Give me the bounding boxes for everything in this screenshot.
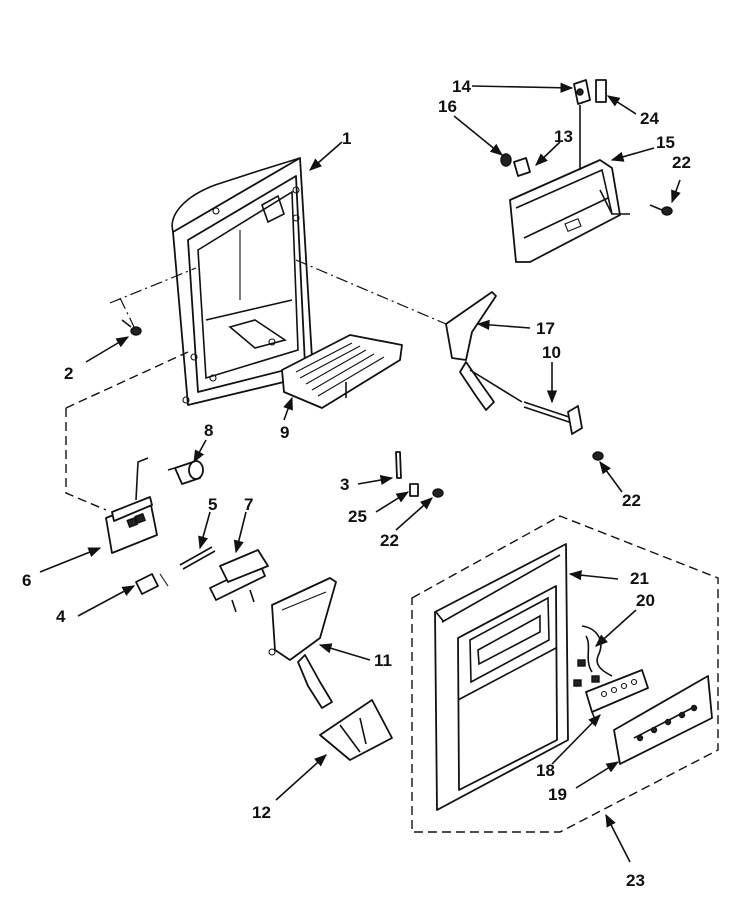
- rod-5: [179, 546, 216, 570]
- callout-10: 10: [542, 343, 561, 362]
- overlay-19: [613, 675, 713, 765]
- callout-20: 20: [636, 591, 655, 610]
- callout-3: 3: [340, 475, 349, 494]
- front-panel-21: [434, 543, 569, 811]
- bracket-4: [135, 573, 169, 595]
- plate-25: [409, 483, 419, 497]
- screw-22-top: [649, 204, 673, 216]
- callout-16: 16: [438, 97, 457, 116]
- shaft-10: [523, 401, 604, 461]
- callout-5: 5: [208, 495, 217, 514]
- switch-14: [573, 79, 591, 105]
- callout-22-top: 22: [672, 153, 691, 172]
- chute-12: [319, 699, 393, 761]
- dispenser-housing-frame: [171, 157, 314, 406]
- callout-17: 17: [536, 319, 555, 338]
- lever-assembly-15: [509, 105, 630, 263]
- callout-15: 15: [656, 133, 675, 152]
- callout-7: 7: [244, 495, 253, 514]
- clip-3: [395, 451, 402, 479]
- callout-labels: 1 2 3 4 5 6 7 8 9 10 11 12 13 14 15 16 1…: [22, 77, 691, 890]
- callout-9: 9: [280, 423, 289, 442]
- screw-22-mid: [432, 488, 444, 498]
- callout-19: 19: [548, 785, 567, 804]
- socket-13: [513, 157, 531, 177]
- callout-24: 24: [640, 109, 659, 128]
- screw-2: [121, 319, 142, 336]
- callout-4: 4: [56, 607, 66, 626]
- module-6: [105, 457, 158, 554]
- dashed-leader-10: [295, 259, 447, 325]
- lever-17: [445, 291, 523, 411]
- callout-8: 8: [204, 421, 213, 440]
- callout-14: 14: [452, 77, 471, 96]
- assembly-boundary-23: [411, 515, 719, 833]
- bulb-16: [500, 153, 512, 167]
- callout-25: 25: [348, 507, 367, 526]
- callout-12: 12: [252, 803, 271, 822]
- callout-21: 21: [630, 569, 649, 588]
- dashed-leader-2: [109, 267, 197, 332]
- callout-6: 6: [22, 571, 31, 590]
- wire-harness-20: [573, 625, 613, 687]
- callout-18: 18: [536, 761, 555, 780]
- callout-1: 1: [342, 129, 351, 148]
- plate-24: [595, 79, 607, 103]
- callout-11: 11: [374, 651, 392, 670]
- drip-tray-grille: [281, 334, 403, 409]
- callout-23: 23: [626, 871, 645, 890]
- callout-22-right: 22: [622, 491, 641, 510]
- motor-8: [167, 460, 204, 485]
- hinge-7: [209, 549, 269, 613]
- leader-lines: [39, 82, 681, 863]
- callout-2: 2: [64, 364, 73, 383]
- dashed-leader-6: [65, 351, 189, 511]
- callout-22-mid: 22: [380, 531, 399, 550]
- actuator-11: [268, 577, 337, 709]
- callout-13: 13: [554, 127, 573, 146]
